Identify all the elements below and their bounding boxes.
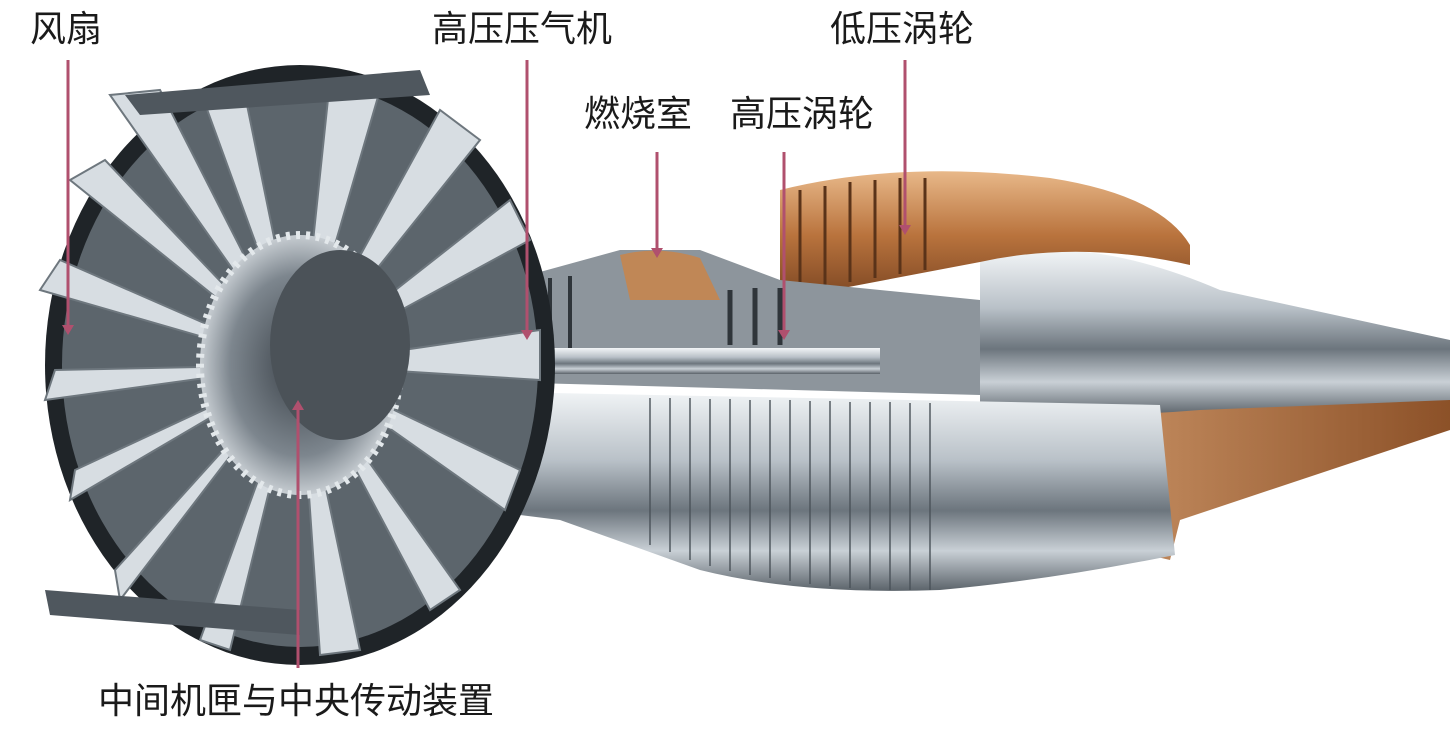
core-casing-ribs	[649, 398, 931, 590]
label-combustion-chamber: 燃烧室	[584, 94, 693, 135]
exhaust-nozzle	[980, 250, 1450, 415]
label-high-pressure-turbine: 高压涡轮	[730, 94, 875, 135]
core-casing-lower	[400, 390, 1175, 591]
fan-bypass-duct	[125, 70, 430, 115]
combustor-liner	[620, 250, 720, 300]
fan-bypass-duct-lower	[45, 590, 300, 635]
lpt-casing-copper	[780, 171, 1190, 300]
lpt-stage-rings	[798, 178, 927, 290]
spinner-hub	[270, 250, 410, 440]
hp-turbine-blades	[727, 288, 783, 345]
leader-arrowheads	[62, 225, 911, 410]
leader-lines	[66, 60, 907, 668]
label-high-pressure-compressor: 高压压气机	[432, 9, 613, 50]
label-low-pressure-turbine: 低压涡轮	[830, 9, 975, 50]
label-intermediate-case-gearbox: 中间机匣与中央传动装置	[98, 681, 495, 722]
label-fan: 风扇	[30, 9, 103, 50]
